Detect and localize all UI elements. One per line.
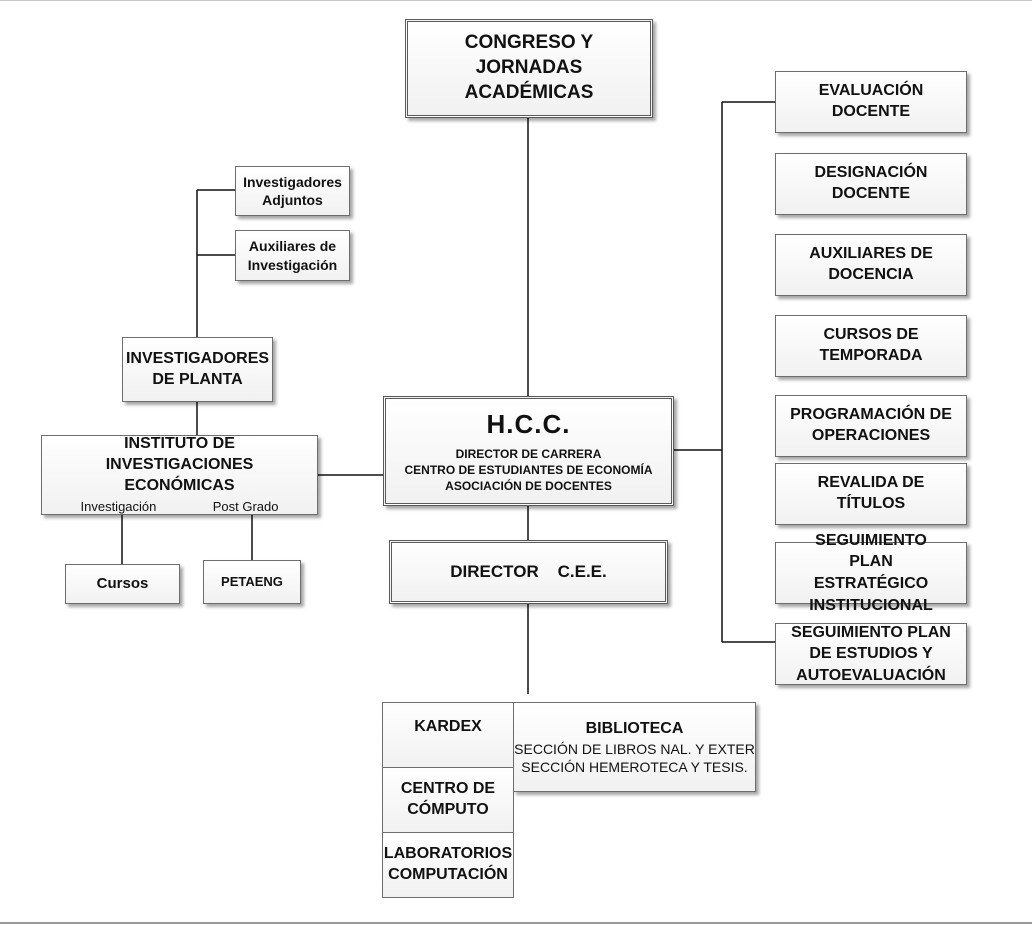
kardex-label: KARDEX	[414, 718, 482, 735]
inv-adjuntos-label: Investigadores Adjuntos	[243, 173, 342, 208]
right-label-cursos-temporada: CURSOS DE TEMPORADA	[819, 326, 923, 364]
director-cee-label: DIRECTOR C.E.E.	[450, 561, 607, 581]
congreso-box: CONGRESO Y JORNADAS ACADÉMICAS	[405, 19, 653, 118]
aux-investigacion-label: Auxiliares de Investigación	[247, 238, 338, 273]
inv-planta-box: INVESTIGADORES DE PLANTA	[122, 337, 273, 402]
right-label-seguimiento-plan-estrategico: SEGUIMIENTO PLAN ESTRATÉGICO INSTITUCION…	[809, 531, 933, 614]
biblioteca-title: BIBLIOTECA	[585, 720, 684, 737]
biblioteca-box: BIBLIOTECA SECCIÓN DE LIBROS NAL. Y EXTE…	[513, 702, 756, 792]
right-label-auxiliares: AUXILIARES DE DOCENCIA	[809, 245, 933, 283]
laboratorios-label: LABORATORIOS COMPUTACIÓN	[383, 845, 513, 883]
inv-planta-label: INVESTIGADORES DE PLANTA	[125, 349, 270, 388]
hcc-box: H.C.C. DIRECTOR DE CARRERA CENTRO DE EST…	[383, 396, 674, 506]
bottom-border-line	[0, 922, 1032, 924]
hcc-line-asociacion: ASOCIACIÓN DE DOCENTES	[445, 478, 612, 493]
biblioteca-line-libros: SECCIÓN DE LIBROS NAL. Y EXTER	[514, 740, 755, 757]
right-label-evaluacion: EVALUACIÓN DOCENTE	[818, 82, 924, 120]
laboratorios-box: LABORATORIOS COMPUTACIÓN	[382, 832, 514, 898]
centro-computo-label: CENTRO DE CÓMPUTO	[400, 780, 496, 818]
right-label-revalida: REVALIDA DE TÍTULOS	[817, 474, 925, 512]
instituto-sub-investigacion: Investigación	[80, 498, 157, 514]
right-box-evaluacion: EVALUACIÓN DOCENTE	[775, 71, 967, 133]
instituto-box: INSTITUTO DE INVESTIGACIONES ECONÓMICAS …	[41, 435, 318, 515]
right-box-cursos-temporada: CURSOS DE TEMPORADA	[775, 315, 967, 377]
centro-computo-box: CENTRO DE CÓMPUTO	[382, 767, 514, 833]
top-border-line	[0, 0, 1032, 1]
aux-investigacion-box: Auxiliares de Investigación	[235, 230, 350, 281]
right-box-seguimiento-plan-estudios: SEGUIMIENTO PLAN DE ESTUDIOS Y AUTOEVALU…	[775, 623, 967, 685]
instituto-sub-postgrado: Post Grado	[212, 498, 279, 514]
hcc-line-director: DIRECTOR DE CARRERA	[455, 446, 602, 461]
right-label-programacion: PROGRAMACIÓN DE OPERACIONES	[790, 406, 952, 444]
instituto-title: INSTITUTO DE INVESTIGACIONES ECONÓMICAS	[105, 435, 254, 494]
kardex-box: KARDEX	[382, 702, 514, 768]
cursos-box: Cursos	[65, 564, 180, 604]
inv-adjuntos-box: Investigadores Adjuntos	[235, 166, 350, 216]
hcc-title: H.C.C.	[486, 408, 571, 439]
director-cee-box: DIRECTOR C.E.E.	[389, 540, 668, 604]
right-box-revalida: REVALIDA DE TÍTULOS	[775, 463, 967, 525]
right-box-programacion: PROGRAMACIÓN DE OPERACIONES	[775, 395, 967, 457]
right-label-seguimiento-plan-estudios: SEGUIMIENTO PLAN DE ESTUDIOS Y AUTOEVALU…	[791, 623, 951, 684]
cursos-label: Cursos	[96, 575, 149, 593]
instituto-subrow: Investigación Post Grado	[81, 499, 279, 516]
congreso-label: CONGRESO Y JORNADAS ACADÉMICAS	[464, 32, 594, 103]
right-label-designacion: DESIGNACIÓN DOCENTE	[814, 164, 928, 202]
biblioteca-line-hemeroteca: SECCIÓN HEMEROTECA Y TESIS.	[521, 758, 748, 775]
right-box-designacion: DESIGNACIÓN DOCENTE	[775, 153, 967, 215]
petaeng-label: PETAENG	[221, 573, 283, 589]
petaeng-box: PETAENG	[203, 560, 301, 604]
hcc-line-centro: CENTRO DE ESTUDIANTES DE ECONOMÍA	[404, 462, 653, 477]
right-box-auxiliares: AUXILIARES DE DOCENCIA	[775, 234, 967, 296]
right-box-seguimiento-plan-estrategico: SEGUIMIENTO PLAN ESTRATÉGICO INSTITUCION…	[775, 532, 967, 614]
